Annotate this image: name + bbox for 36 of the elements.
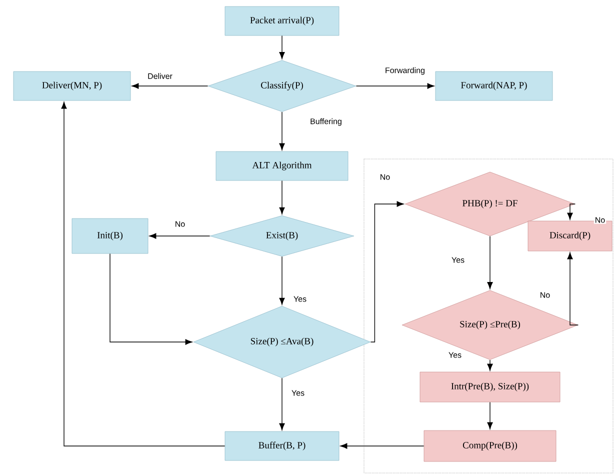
arrow xyxy=(61,102,226,446)
process-box: Packet arrival(P) xyxy=(224,6,340,36)
process-box: Buffer(B, P) xyxy=(224,431,340,461)
edge-label: Forwarding xyxy=(384,66,426,76)
process-box: Deliver(MN, P) xyxy=(13,71,131,101)
edge-label: No xyxy=(174,220,186,228)
arrow xyxy=(487,236,493,289)
edge-label: No xyxy=(538,291,552,299)
arrow xyxy=(279,112,285,150)
process-box: Init(B) xyxy=(72,218,148,254)
arrow xyxy=(132,83,208,89)
process-box: ALT Algorithm xyxy=(216,151,348,181)
arrow xyxy=(340,443,424,449)
edge-label: No xyxy=(594,216,606,224)
edge-label: Yes xyxy=(450,256,466,264)
edge-label: Yes xyxy=(292,295,308,303)
edge-label: Yes xyxy=(290,389,306,397)
arrow xyxy=(279,256,285,305)
process-box: Comp(Pre(B)) xyxy=(424,430,556,462)
arrow xyxy=(279,35,285,59)
process-box: Forward(NAP, P) xyxy=(435,71,553,101)
arrow xyxy=(567,252,579,326)
arrow xyxy=(370,201,404,342)
arrow xyxy=(279,180,285,214)
arrow xyxy=(110,253,192,345)
arrow xyxy=(356,83,434,89)
edge-label: Deliver xyxy=(146,72,174,80)
edge-label: Buffering xyxy=(309,117,343,127)
process-box: Intr(Pre(B), Size(P)) xyxy=(420,372,560,402)
edge-label: Yes xyxy=(447,351,463,359)
arrow xyxy=(487,402,493,430)
arrow xyxy=(149,233,210,239)
arrow xyxy=(567,204,576,220)
arrow xyxy=(279,378,285,430)
edge-label: No xyxy=(378,173,392,181)
arrow xyxy=(487,360,493,371)
